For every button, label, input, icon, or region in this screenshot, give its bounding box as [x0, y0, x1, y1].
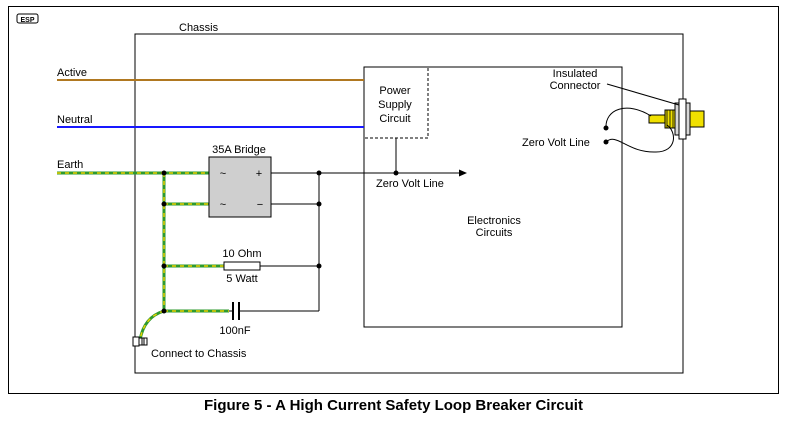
- chassis-label: Chassis: [179, 22, 219, 34]
- neutral-label: Neutral: [57, 114, 92, 126]
- svg-text:ESP: ESP: [20, 17, 34, 24]
- power-supply-label-2: Supply: [378, 99, 412, 111]
- diagram-frame: ESP Chassis Electronics Circuits Power S…: [8, 6, 779, 394]
- electronics-box: [363, 66, 623, 328]
- bridge-label: 35A Bridge: [212, 144, 266, 156]
- active-label: Active: [57, 67, 87, 79]
- bridge-rectifier: ~ ~ + −: [208, 156, 272, 218]
- figure-caption: Figure 5 - A High Current Safety Loop Br…: [204, 397, 583, 414]
- bridge-ac-2: ~: [220, 199, 226, 211]
- zero-volt-wiring: [243, 138, 464, 312]
- insulated-connector-icon: [648, 98, 705, 140]
- connector-terminal-2: [603, 139, 609, 145]
- resistor-value-label: 10 Ohm: [222, 248, 261, 260]
- zero-volt-line-right-label: Zero Volt Line: [522, 137, 590, 149]
- power-supply-label-1: Power: [379, 85, 411, 97]
- esp-logo: ESP: [16, 13, 39, 24]
- insulated-connector-label-2: Connector: [550, 80, 601, 92]
- electronics-label-2: Circuits: [476, 227, 513, 239]
- insulated-connector-label-1: Insulated: [553, 68, 598, 80]
- resistor: [223, 261, 261, 271]
- connect-chassis-label: Connect to Chassis: [151, 348, 247, 360]
- zero-volt-arrow: [459, 169, 467, 177]
- electronics-label-1: Electronics: [467, 215, 521, 227]
- bridge-plus: +: [256, 168, 262, 180]
- bridge-minus: −: [257, 199, 263, 211]
- earth-wiring: [57, 171, 229, 341]
- connector-wires: [605, 107, 674, 153]
- capacitor: [232, 302, 240, 320]
- chassis-box: [134, 33, 684, 374]
- junction-dots: [161, 170, 399, 314]
- chassis-screw-icon: [132, 336, 148, 347]
- power-supply-label-3: Circuit: [379, 113, 410, 125]
- capacitor-label: 100nF: [219, 325, 250, 337]
- connector-terminal-1: [603, 125, 609, 131]
- connector-pointer: [606, 83, 680, 106]
- circuit-diagram: ESP Chassis Electronics Circuits Power S…: [16, 13, 705, 374]
- zero-volt-line-label: Zero Volt Line: [376, 178, 444, 190]
- resistor-power-label: 5 Watt: [226, 273, 257, 285]
- earth-label: Earth: [57, 159, 83, 171]
- bridge-ac-1: ~: [220, 168, 226, 180]
